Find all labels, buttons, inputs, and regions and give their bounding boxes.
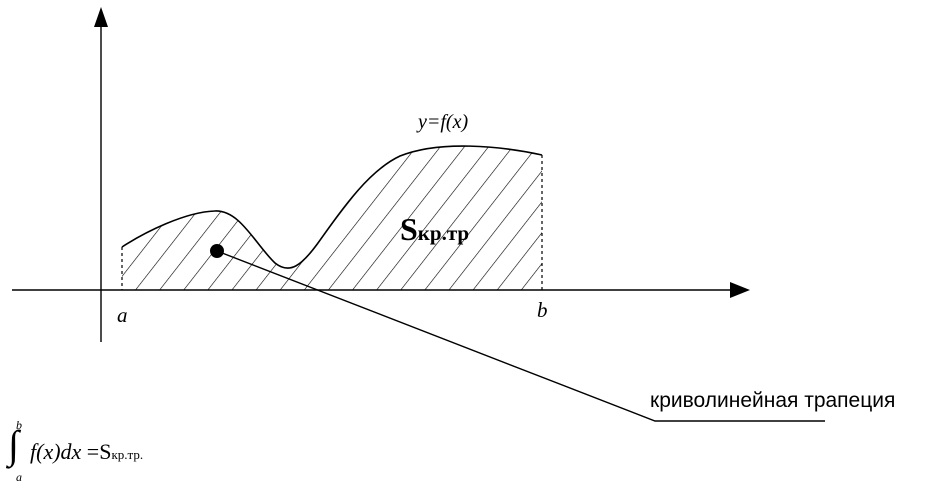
formula-rhs-subscript: кр.тр. [111,447,144,462]
upper-limit: b [16,418,22,432]
y-axis-arrow [94,7,108,27]
axis-label-a: a [117,303,128,327]
axis-label-b: b [537,298,548,322]
curve-label: y=f(x) [418,111,469,133]
integral-sign: ∫ [8,422,19,467]
callout-line [216,250,825,422]
lower-limit: a [16,470,22,484]
region-label-subscript: кр.тр [417,221,470,245]
function-curve [121,145,543,269]
region-label-main: S [400,211,418,247]
callout-label: криволинейная трапеция [650,389,896,412]
hatched-region [122,146,542,290]
x-axis-arrow [730,282,750,298]
equals-sign: = [81,439,100,464]
region-area-label: Sкр.тр [400,213,469,245]
integrand: f(x)dx [30,439,82,464]
integral-formula: b ∫ a f(x)dx =Sкр.тр. [6,419,206,485]
integral-expression: f(x)dx =Sкр.тр. [30,441,143,463]
formula-rhs-main: S [99,439,112,464]
